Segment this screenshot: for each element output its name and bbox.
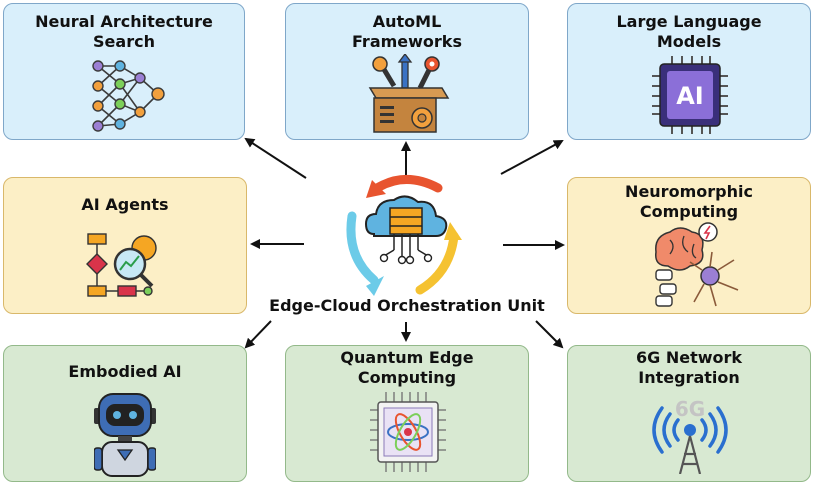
node-title: AutoML Frameworks bbox=[352, 12, 462, 51]
node-title: Large Language Models bbox=[616, 12, 762, 51]
node-title: 6G Network Integration bbox=[635, 348, 743, 387]
arrow-to-embodied bbox=[244, 320, 272, 349]
node-embodied-ai: Embodied AI bbox=[3, 345, 247, 482]
arrow-to-nas bbox=[244, 137, 307, 179]
agent-flow-icon bbox=[86, 233, 157, 297]
node-title: AI Agents bbox=[81, 195, 169, 214]
brain-neuron-icon bbox=[655, 222, 739, 307]
arrow-to-llm bbox=[500, 140, 564, 175]
cycle-arrowhead-red bbox=[366, 180, 386, 198]
node-6g-network-integration: 6G Network Integration 6G bbox=[567, 345, 811, 482]
node-title: Neural Architecture Search bbox=[35, 12, 213, 51]
node-neural-architecture-search: Neural Architecture Search bbox=[3, 3, 245, 140]
node-title: Embodied AI bbox=[68, 362, 182, 381]
chip-label: AI bbox=[676, 82, 704, 110]
cycle-arrow-red bbox=[369, 175, 443, 195]
node-neuromorphic-computing: Neuromorphic Computing bbox=[567, 177, 811, 314]
cycle-arrowhead-yellow bbox=[444, 222, 462, 240]
node-quantum-edge-computing: Quantum Edge Computing bbox=[285, 345, 529, 482]
cycle-arrowhead-blue bbox=[366, 276, 384, 296]
robot-icon bbox=[94, 393, 156, 477]
node-ai-agents: AI Agents bbox=[3, 177, 247, 314]
edge-cloud-hub-icon bbox=[346, 175, 462, 296]
toolbox-icon bbox=[368, 54, 450, 133]
node-title: Quantum Edge Computing bbox=[340, 348, 474, 387]
ai-chip-icon: AI bbox=[652, 56, 728, 134]
neural-network-icon bbox=[92, 60, 165, 132]
six-g-label: 6G bbox=[675, 397, 705, 421]
cycle-arrow-yellow bbox=[415, 231, 459, 295]
center-label: Edge-Cloud Orchestration Unit bbox=[255, 296, 559, 315]
antenna-6g-icon: 6G bbox=[652, 397, 728, 474]
cycle-arrow-blue bbox=[346, 211, 379, 285]
quantum-chip-icon bbox=[370, 392, 446, 472]
arrow-to-6g bbox=[535, 320, 564, 349]
node-large-language-models: Large Language Models AI bbox=[567, 3, 811, 140]
node-automl-frameworks: AutoML Frameworks bbox=[285, 3, 529, 140]
node-title: Neuromorphic Computing bbox=[625, 182, 753, 221]
